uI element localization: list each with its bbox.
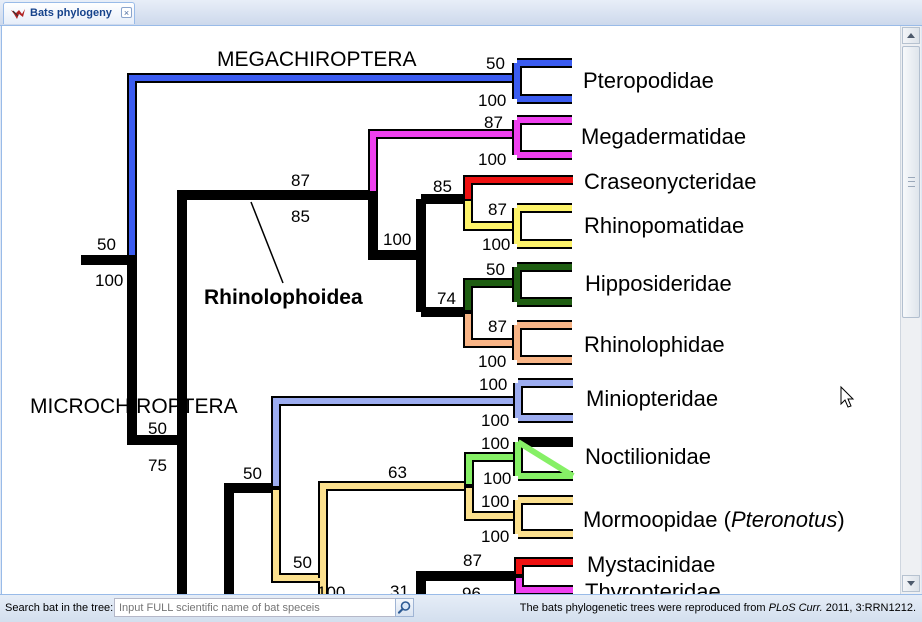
branch-backbone [81, 190, 521, 594]
thumb-grip-icon [908, 177, 915, 187]
clade-megachiroptera: MEGACHIROPTERA [217, 48, 417, 71]
branch-noctilionidae [464, 437, 575, 486]
search-label: Search bat in the tree: [5, 602, 114, 614]
support-label: 31 [390, 582, 409, 594]
support-label: 75 [148, 456, 167, 475]
support-label: 87 [488, 200, 507, 219]
branch-craseonycteridae [463, 175, 573, 199]
arrow-down-icon [907, 581, 915, 586]
branch-hipposideridae [463, 262, 572, 312]
support-label: 100 [478, 150, 506, 169]
tab-label: Bats phylogeny [30, 7, 112, 19]
branch-miniopteridae [271, 378, 573, 488]
taxon-pteropodidae[interactable]: Pteropodidae [583, 68, 714, 93]
branch-megadermatidae [368, 115, 572, 195]
support-label: 100 [481, 411, 509, 430]
scroll-down-button[interactable] [902, 575, 920, 592]
search-button[interactable] [395, 598, 414, 617]
mouse-cursor-icon [840, 385, 855, 408]
support-label: 100 [481, 527, 509, 546]
taxon-megadermatidae[interactable]: Megadermatidae [581, 124, 746, 149]
support-label: 50 [486, 260, 505, 279]
support-label: 100 [383, 230, 411, 249]
support-label: 85 [291, 207, 310, 226]
taxon-noctilionidae[interactable]: Noctilionidae [585, 444, 711, 469]
taxon-mystacinidae[interactable]: Mystacinidae [587, 552, 715, 577]
source-credit: The bats phylogenetic trees were reprodu… [519, 602, 916, 614]
branch-rhinolophidae [463, 312, 572, 365]
support-label: 100 [317, 583, 345, 594]
close-tab-icon[interactable]: × [121, 7, 132, 18]
support-label: 50 [293, 553, 312, 572]
support-label: 87 [488, 317, 507, 336]
rhinolophoidea-pointer [250, 201, 284, 284]
support-label: 100 [95, 271, 123, 290]
vertical-scrollbar[interactable] [900, 26, 921, 594]
support-values: 50 100 50 100 87 85 87 100 100 85 87 100… [95, 54, 511, 594]
support-label: 87 [291, 171, 310, 190]
bat-wing-icon [11, 9, 25, 19]
support-label: 100 [482, 235, 510, 254]
taxon-rhinopomatidae[interactable]: Rhinopomatidae [584, 213, 744, 238]
support-label: 63 [388, 463, 407, 482]
support-label: 50 [486, 54, 505, 73]
taxon-thyropteridae[interactable]: Thyropteridae [585, 579, 721, 594]
bat-search-input[interactable] [114, 598, 396, 617]
support-label: 100 [481, 434, 509, 453]
tab-bats-phylogeny[interactable]: Bats phylogeny × [3, 2, 135, 24]
tree-viewport[interactable]: MEGACHIROPTERA MICROCHIROPTERA Rhinoloph… [1, 26, 900, 594]
support-label: 50 [243, 464, 262, 483]
support-label: 50 [97, 235, 116, 254]
support-label: 96 [462, 584, 481, 594]
arrow-up-icon [907, 33, 915, 38]
taxon-hipposideridae[interactable]: Hipposideridae [585, 271, 732, 296]
scroll-up-button[interactable] [902, 27, 920, 44]
phylogeny-tree: MEGACHIROPTERA MICROCHIROPTERA Rhinoloph… [30, 48, 855, 594]
branch-rhinopomatidae [463, 199, 572, 249]
support-label: 100 [483, 469, 511, 488]
magnifier-icon [397, 601, 411, 614]
support-label: 87 [484, 113, 503, 132]
taxon-miniopteridae[interactable]: Miniopteridae [586, 386, 718, 411]
clade-rhinolophoidea: Rhinolophoidea [204, 286, 363, 309]
branch-megachiroptera [127, 58, 572, 265]
support-label: 50 [148, 419, 167, 438]
taxon-rhinolophidae[interactable]: Rhinolophidae [584, 332, 725, 357]
clade-microchiroptera: MICROCHIROPTERA [30, 395, 238, 418]
branch-mystacinidae [514, 557, 573, 594]
taxon-craseonycteridae[interactable]: Craseonycteridae [584, 169, 756, 194]
scrollbar-thumb[interactable] [902, 46, 920, 318]
support-label: 85 [433, 177, 452, 196]
taxon-mormoopidae[interactable]: Mormoopidae (Pteronotus) [583, 507, 845, 532]
branch-noctilionoid-stem [271, 481, 573, 594]
support-label: 100 [479, 375, 507, 394]
support-label: 87 [463, 551, 482, 570]
support-label: 74 [437, 289, 456, 308]
tab-bar: Bats phylogeny × [0, 0, 922, 26]
support-label: 100 [478, 91, 506, 110]
support-label: 100 [481, 492, 509, 511]
status-bar: Search bat in the tree: The bats phyloge… [0, 594, 922, 622]
support-label: 100 [478, 352, 506, 371]
